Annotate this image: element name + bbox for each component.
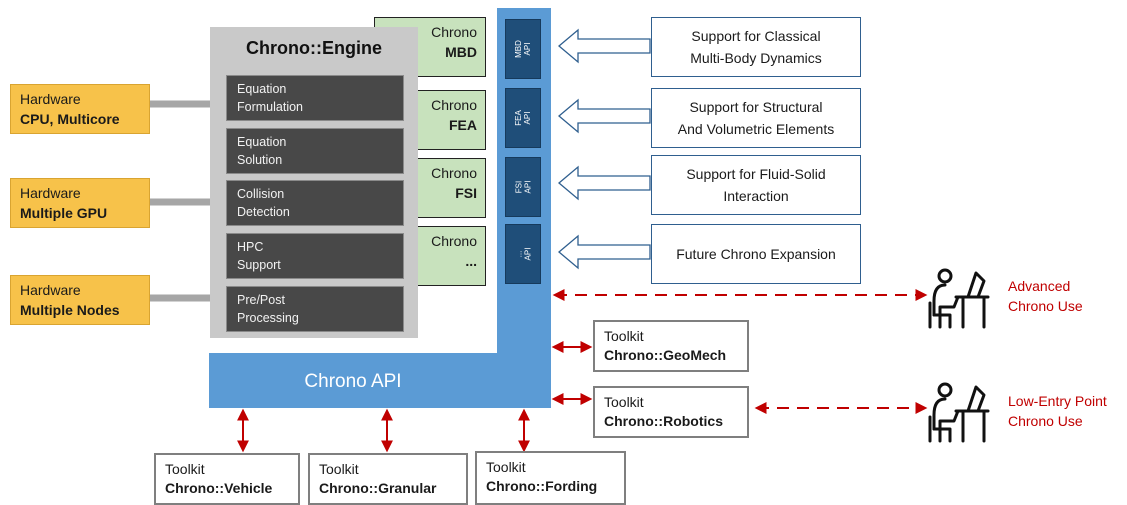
chrono-engine-panel: Chrono::Engine Equation Formulation Equa… [210,27,418,338]
engine-item-collision-l1: Collision [237,187,285,201]
hardware-cpu-l1: Hardware [20,91,81,107]
chrono-api-label: Chrono API [209,364,497,400]
user-lowentry-l2: Chrono Use [1008,413,1083,429]
user-advanced-l1: Advanced [1008,278,1071,294]
outline-arrow-icon [557,165,651,201]
hardware-cpu: Hardware CPU, Multicore [10,84,150,134]
toolkit-geomech-l1: Toolkit [604,328,644,344]
engine-item-formulation-l2: Formulation [237,100,303,114]
toolkit-granular: Toolkit Chrono::Granular [308,453,468,505]
api-tag-future: ...API [505,224,541,284]
support-fsi-l1: Support for Fluid-Solid [686,166,826,182]
engine-item-solution: Equation Solution [226,128,404,174]
support-fea-l2: And Volumetric Elements [677,121,835,137]
support-fsi-l2: Interaction [723,188,789,204]
engine-item-solution-l2: Solution [237,153,283,167]
engine-item-solution-l1: Equation [237,135,287,149]
toolkit-vehicle: Toolkit Chrono::Vehicle [154,453,300,505]
toolkit-granular-l2: Chrono::Granular [319,480,437,496]
toolkit-robotics-l2: Chrono::Robotics [604,413,723,429]
toolkit-vehicle-l2: Chrono::Vehicle [165,480,273,496]
engine-item-hpc: HPC Support [226,233,404,279]
toolkit-vehicle-l1: Toolkit [165,461,205,477]
outline-arrow-icon [557,234,651,270]
hardware-nodes: Hardware Multiple Nodes [10,275,150,325]
module-future-line1: Chrono [431,233,477,249]
support-future-l1: Future Chrono Expansion [676,246,836,262]
module-fsi-line2: FSI [455,185,477,201]
hardware-nodes-l2: Multiple Nodes [20,302,120,318]
user-lowentry-l1: Low-Entry Point [1008,393,1107,409]
support-mbd: Support for Classical Multi-Body Dynamic… [651,17,861,77]
toolkit-geomech: Toolkit Chrono::GeoMech [593,320,749,372]
user-advanced-label: Advanced Chrono Use [1008,276,1123,320]
engine-title: Chrono::Engine [246,38,382,58]
user-lowentry-label: Low-Entry Point Chrono Use [1008,391,1126,435]
hardware-gpu-l2: Multiple GPU [20,205,108,221]
toolkit-granular-l1: Toolkit [319,461,359,477]
hardware-nodes-l1: Hardware [20,282,81,298]
support-future: Future Chrono Expansion [651,224,861,284]
user-advanced-l2: Chrono Use [1008,298,1083,314]
module-fsi-line1: Chrono [431,165,477,181]
support-mbd-l1: Support for Classical [691,28,821,44]
toolkit-robotics: Toolkit Chrono::Robotics [593,386,749,438]
engine-item-collision-l2: Detection [237,205,290,219]
chrono-api-text: Chrono API [304,371,402,392]
hardware-gpu-l1: Hardware [20,185,81,201]
module-fea-line1: Chrono [431,97,477,113]
support-fea-l1: Support for Structural [689,99,823,115]
hardware-cpu-l2: CPU, Multicore [20,111,120,127]
toolkit-geomech-l2: Chrono::GeoMech [604,347,727,363]
outline-arrow-icon [557,28,651,64]
module-mbd-line1: Chrono [431,24,477,40]
engine-item-prepost: Pre/Post Processing [226,286,404,332]
computer-user-icon [928,268,990,329]
module-mbd-line2: MBD [445,44,477,60]
support-fea: Support for Structural And Volumetric El… [651,88,861,148]
toolkit-fording: Toolkit Chrono::Fording [475,451,626,505]
toolkit-fording-l2: Chrono::Fording [486,478,598,494]
engine-item-formulation: Equation Formulation [226,75,404,121]
hardware-gpu: Hardware Multiple GPU [10,178,150,228]
engine-item-collision: Collision Detection [226,180,404,226]
support-fsi: Support for Fluid-Solid Interaction [651,155,861,215]
engine-item-formulation-l1: Equation [237,82,287,96]
engine-item-prepost-l2: Processing [237,311,299,325]
computer-user-icon [928,382,990,443]
toolkit-fording-l1: Toolkit [486,459,526,475]
module-future-line2: ... [465,253,477,269]
outline-arrow-icon [557,98,651,134]
toolkit-robotics-l1: Toolkit [604,394,644,410]
engine-item-prepost-l1: Pre/Post [237,293,285,307]
engine-item-hpc-l1: HPC [237,240,264,254]
engine-item-hpc-l2: Support [237,258,281,272]
support-mbd-l2: Multi-Body Dynamics [690,50,822,66]
module-fea-line2: FEA [449,117,477,133]
